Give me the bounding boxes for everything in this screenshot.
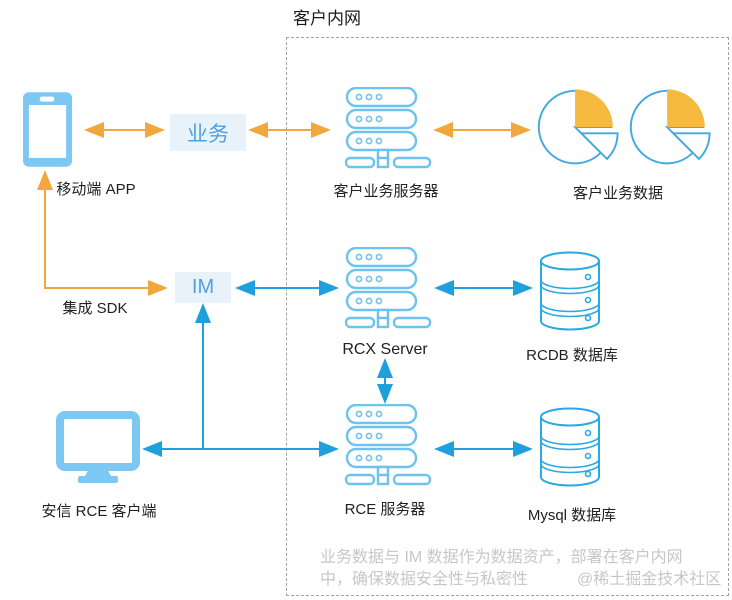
rcdb-database-icon — [538, 251, 602, 333]
rcdb-label: RCDB 数据库 — [526, 347, 618, 364]
business-server-icon — [344, 87, 432, 169]
business-tag: 业务 — [170, 114, 246, 151]
pie-chart-icon — [627, 87, 711, 171]
rcx-server-icon — [344, 247, 432, 329]
rcx-server-label: RCX Server — [342, 341, 428, 358]
mysql-database-icon — [538, 407, 602, 489]
monitor-icon — [56, 411, 140, 483]
sdk-label: 集成 SDK — [62, 300, 128, 317]
watermark: @稀土掘金技术社区 — [577, 571, 722, 588]
business-data-label: 客户业务数据 — [572, 185, 664, 202]
rce-server-icon — [344, 404, 432, 486]
arrow-sdk-phone-im — [37, 170, 168, 296]
business-server-label: 客户业务服务器 — [333, 183, 439, 200]
pie-chart-icon — [535, 87, 619, 171]
mobile-app-label: 移动端 APP — [56, 181, 136, 198]
intranet-title: 客户内网 — [293, 9, 361, 28]
im-tag: IM — [175, 272, 231, 303]
rce-client-label: 安信 RCE 客户端 — [41, 503, 157, 520]
intranet-boundary-box — [286, 37, 729, 596]
mysql-label: Mysql 数据库 — [527, 507, 617, 524]
mobile-phone-icon — [23, 92, 72, 167]
rce-server-label: RCE 服务器 — [344, 501, 426, 518]
note-line-1: 业务数据与 IM 数据作为数据资产，部署在客户内网 — [320, 549, 683, 566]
note-line-2: 中，确保数据安全性与私密性 — [320, 571, 529, 588]
